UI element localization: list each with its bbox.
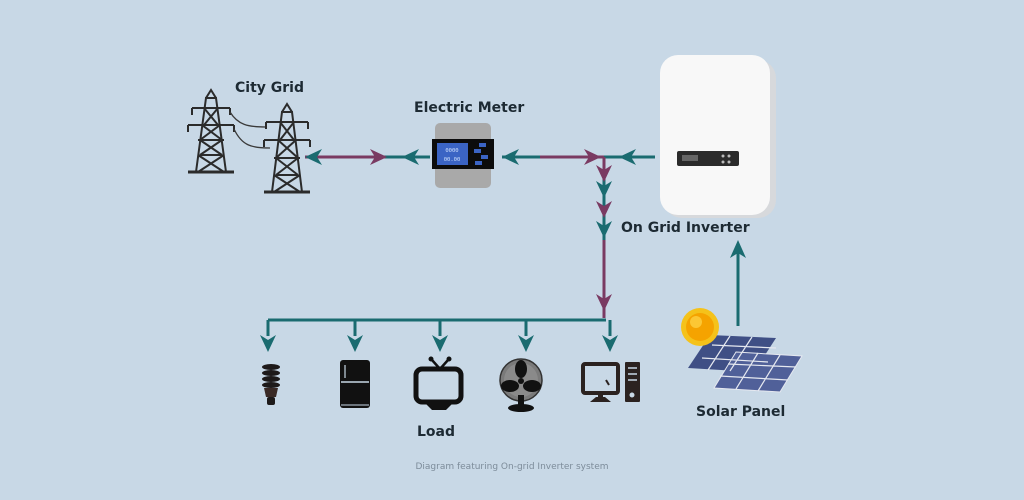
arrow-to-tv-icon: [432, 335, 448, 352]
load-label: Load: [417, 424, 455, 440]
arrow-to-computer-icon: [602, 335, 618, 352]
arrow-down-1-icon: [596, 165, 612, 182]
arrow-to-meter-icon: [502, 149, 519, 165]
solar-panel-icon: [688, 335, 803, 393]
arrow-to-bulb-icon: [260, 335, 276, 352]
arrow-to-grid-2-icon: [402, 149, 419, 165]
inverter-label: On Grid Inverter: [621, 220, 750, 236]
grid-meter-connection: [305, 149, 430, 165]
meter-reading-line1: 0000: [445, 148, 458, 154]
arrow-up-icon: [730, 240, 746, 258]
arrow-from-inverter-icon: [619, 149, 636, 165]
junction-load-connection: [596, 157, 612, 318]
computer-icon: [581, 362, 640, 402]
arrow-down-2-icon: [596, 181, 612, 198]
diagram-caption: Diagram featuring On-grid Inverter syste…: [415, 462, 608, 472]
arrow-to-junction-icon: [584, 149, 601, 165]
television-icon: [413, 356, 464, 410]
sun-icon: [681, 308, 719, 346]
arrow-down-3-icon: [596, 201, 612, 218]
meter-reading-line2: 00.00: [444, 157, 461, 163]
load-bus: [260, 318, 618, 352]
solar-inverter-connection: [730, 240, 746, 326]
arrow-to-grid-icon: [305, 149, 322, 165]
fan-icon: [499, 358, 543, 412]
arrow-down-5-icon: [596, 294, 612, 311]
arrow-down-4-icon: [596, 221, 612, 238]
solar-panel-label: Solar Panel: [696, 404, 785, 420]
arrow-to-fridge-icon: [347, 335, 363, 352]
city-grid-towers-icon: [187, 88, 311, 194]
electric-meter-label: Electric Meter: [414, 100, 524, 116]
inverter-icon: [660, 55, 776, 218]
arrow-to-fan-icon: [518, 335, 534, 352]
meter-junction-connection: [502, 149, 655, 165]
electric-meter-icon: 0000 00.00: [432, 123, 494, 188]
light-bulb-icon: [262, 364, 280, 405]
arrow-from-grid-icon: [370, 149, 387, 165]
refrigerator-icon: [340, 360, 370, 408]
city-grid-label: City Grid: [235, 80, 304, 96]
